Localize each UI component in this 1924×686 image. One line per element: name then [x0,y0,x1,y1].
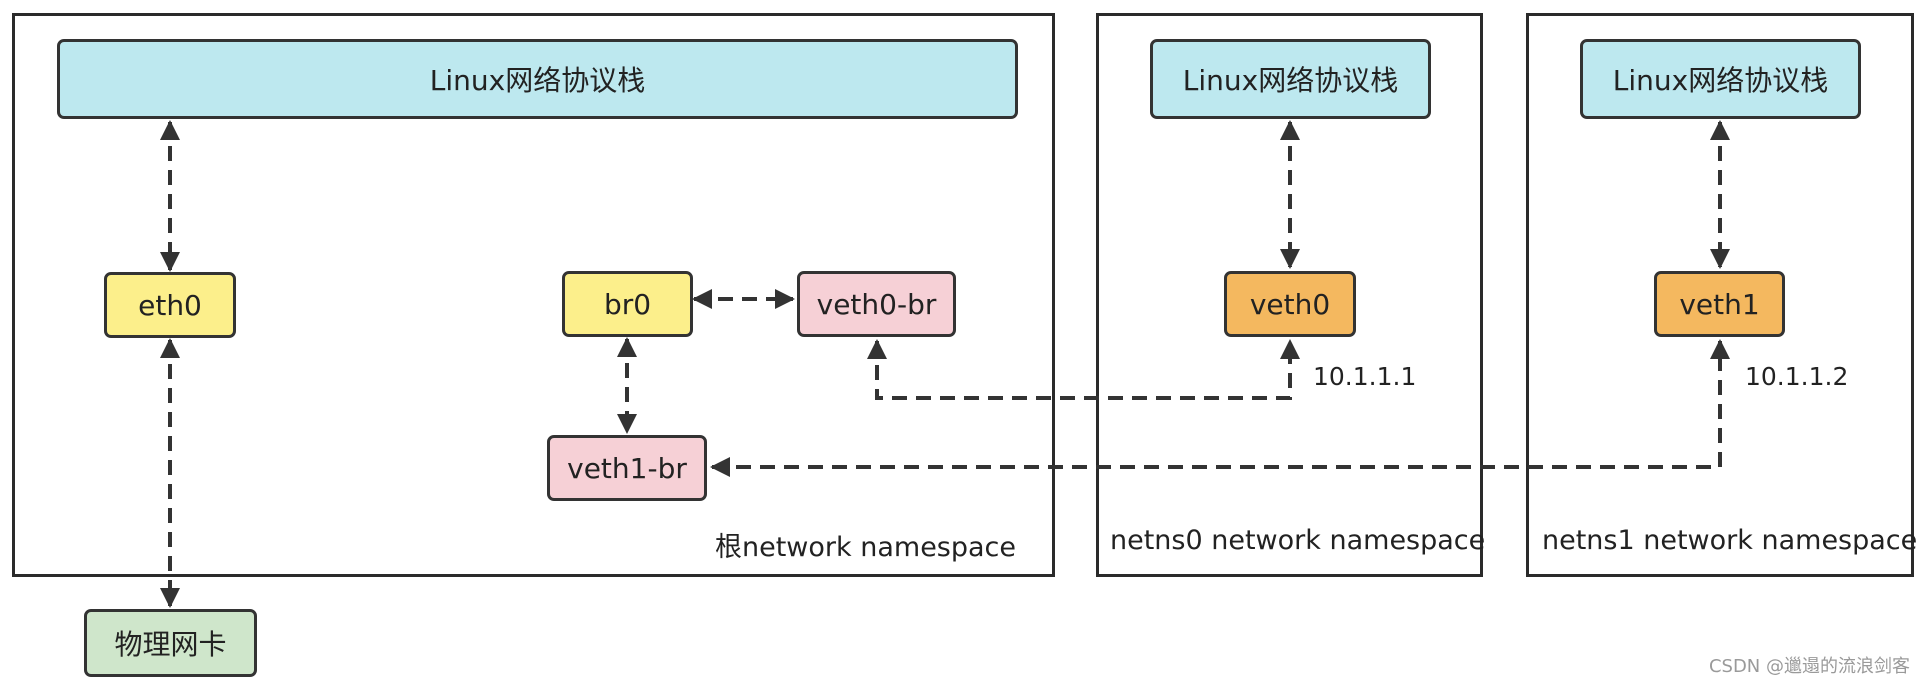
netns0-linux-stack-box: Linux网络协议栈 [1150,39,1431,119]
netns0-namespace-label: netns0 network namespace [1110,525,1486,556]
veth0br-veth0-link [867,339,1300,400]
veth1br-veth1-link [710,339,1730,477]
physical-nic-box: 物理网卡 [84,609,257,677]
veth0-box: veth0 [1224,271,1356,337]
veth1-br-box: veth1-br [547,435,707,501]
root-linux-stack-box: Linux网络协议栈 [57,39,1018,119]
netns1-namespace-label: netns1 network namespace [1542,525,1918,556]
watermark: CSDN @邋遢的流浪剑客 [1708,656,1910,677]
br0-box: br0 [562,271,693,337]
root-namespace-label: 根network namespace [715,532,1017,563]
netns1-ip-label: 10.1.1.2 [1745,362,1849,391]
netns0-ip-label: 10.1.1.1 [1313,362,1417,391]
netns1-linux-stack-box: Linux网络协议栈 [1580,39,1861,119]
veth0-br-box: veth0-br [797,271,956,337]
veth1-box: veth1 [1654,271,1785,337]
eth0-box: eth0 [104,272,236,338]
